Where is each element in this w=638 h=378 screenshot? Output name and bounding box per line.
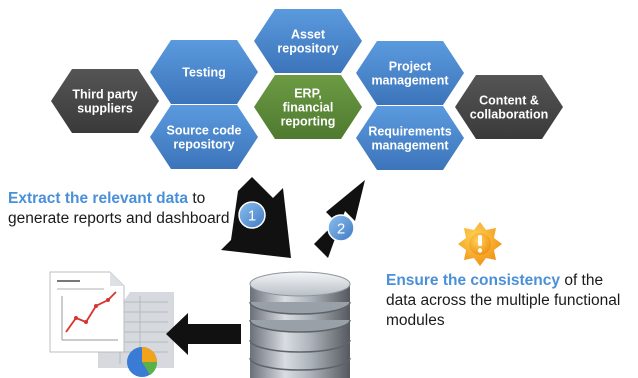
hex-label-line: Requirements xyxy=(368,125,451,139)
hex-label-line: suppliers xyxy=(77,102,133,116)
hex-label-line: Source code xyxy=(166,124,241,138)
ensure-consistency-caption: Ensure the consistency of the data acros… xyxy=(386,271,636,331)
database-icon xyxy=(249,271,351,378)
hex-label-line: financial xyxy=(283,101,334,115)
ensure-rest: of the data across the multiple function… xyxy=(386,272,621,329)
hex-label-line: repository xyxy=(173,138,234,152)
hex-label-line: management xyxy=(371,74,449,88)
hex-label-line: Content & xyxy=(479,94,539,108)
hex-label-line: Project xyxy=(389,60,432,74)
extract-rest: to generate reports and dashboard xyxy=(8,190,230,227)
arrow-to-reports xyxy=(166,313,241,355)
step-1-badge: 1 xyxy=(238,201,266,229)
hex-label-line: ERP, xyxy=(294,87,322,101)
hex-label-line: repository xyxy=(277,42,338,56)
extract-highlight: Extract the relevant data xyxy=(8,190,189,207)
hex-label-line: reporting xyxy=(281,115,336,129)
hex-label-line: Asset xyxy=(291,28,326,42)
hex-label-line: Third party xyxy=(72,88,137,102)
hex-label-line: Testing xyxy=(182,66,226,80)
step-2-badge: 2 xyxy=(327,214,355,242)
hex-content-label: Content &collaboration xyxy=(470,94,548,122)
ensure-highlight: Ensure the consistency xyxy=(386,272,561,289)
step-2-number: 2 xyxy=(337,221,345,238)
step-1-number: 1 xyxy=(248,208,256,225)
hex-content-collaboration: Content &collaboration xyxy=(455,75,563,139)
warning-icon xyxy=(458,222,502,266)
report-icon xyxy=(49,271,174,377)
hex-testing-label: Testing xyxy=(182,66,226,80)
hex-testing: Testing xyxy=(150,40,258,104)
pie-chart-icon xyxy=(127,347,158,377)
extract-data-caption: Extract the relevant data to generate re… xyxy=(8,189,238,229)
hex-label-line: management xyxy=(371,139,449,153)
hex-label-line: collaboration xyxy=(470,108,548,122)
